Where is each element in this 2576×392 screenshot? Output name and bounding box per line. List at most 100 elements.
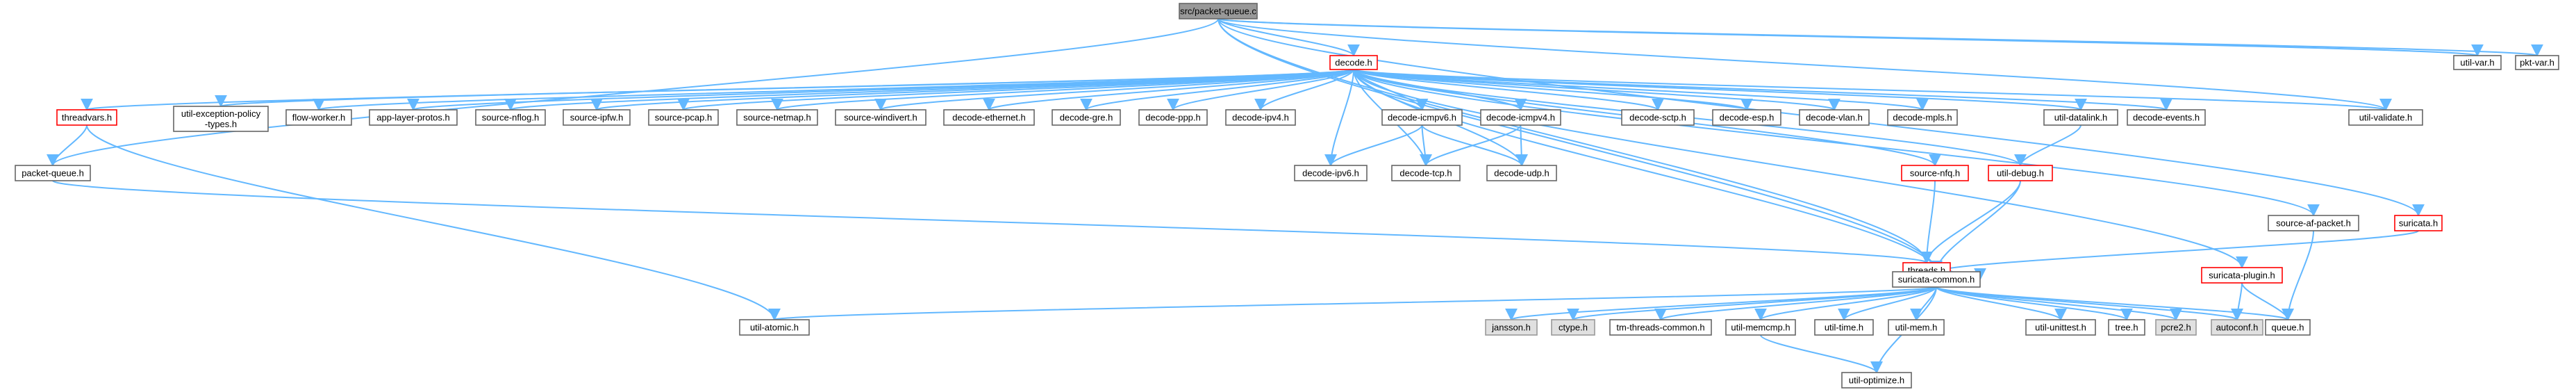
node-decode-ppp-h[interactable]: decode-ppp.h	[1138, 109, 1208, 126]
node-jansson-h[interactable]: jansson.h	[1485, 319, 1538, 336]
edge-decode-h-to-source-windivert-h	[874, 69, 1354, 111]
node-util-exception-policy-types-h[interactable]: util-exception-policy-types.h	[173, 106, 269, 132]
node-label: util-var.h	[2460, 58, 2494, 68]
node-util-time-h[interactable]: util-time.h	[1814, 319, 1874, 336]
node-label: util-exception-policy-types.h	[181, 108, 261, 129]
node-decode-udp-h[interactable]: decode-udp.h	[1486, 165, 1557, 181]
node-label: decode-ppp.h	[1145, 113, 1201, 123]
node-label: util-unittest.h	[2035, 322, 2086, 333]
node-decode-esp-h[interactable]: decode-esp.h	[1712, 109, 1781, 126]
node-label: util-validate.h	[2359, 113, 2413, 123]
node-label: jansson.h	[1491, 322, 1531, 333]
node-box	[1888, 319, 1945, 336]
node-box	[1892, 271, 1981, 288]
edge-decode-h-to-decode-mpls-h	[1353, 69, 1929, 111]
node-tree-h[interactable]: tree.h	[2108, 319, 2145, 336]
node-label: app-layer-protos.h	[376, 113, 450, 123]
node-label: util-optimize.h	[1849, 375, 1904, 386]
node-label: pkt-var.h	[2520, 58, 2554, 68]
node-box	[1551, 319, 1595, 336]
edge-decode-icmpv4-h-to-decode-udp-h	[1515, 124, 1528, 167]
node-queue-h[interactable]: queue.h	[2265, 319, 2311, 336]
node-decode-vlan-h[interactable]: decode-vlan.h	[1799, 109, 1870, 126]
node-flow-worker-h[interactable]: flow-worker.h	[285, 109, 352, 126]
node-box	[1381, 109, 1463, 126]
node-packet-queue-c[interactable]: src/packet-queue.c	[1179, 3, 1258, 19]
node-label: src/packet-queue.c	[1180, 6, 1256, 17]
edge-decode-h-to-suricata-plugin-h	[1353, 69, 2248, 269]
node-box	[1621, 109, 1695, 126]
node-ctype-h[interactable]: ctype.h	[1551, 319, 1595, 336]
node-util-var-h[interactable]: util-var.h	[2453, 55, 2502, 70]
node-label: ctype.h	[1559, 322, 1588, 333]
edge-util-debug-h-to-threads-h	[1920, 180, 2021, 264]
node-util-validate-h[interactable]: util-validate.h	[2348, 109, 2423, 126]
node-label: source-nflog.h	[482, 113, 539, 123]
node-box	[2394, 215, 2443, 231]
edge-threadvars-h-to-util-atomic-h	[86, 124, 781, 321]
node-util-optimize-h[interactable]: util-optimize.h	[1841, 372, 1912, 389]
node-util-atomic-h[interactable]: util-atomic.h	[739, 319, 810, 336]
node-util-debug-h[interactable]: util-debug.h	[1988, 165, 2053, 181]
node-decode-icmpv4-h[interactable]: decode-icmpv4.h	[1480, 109, 1561, 126]
edge-suricata-common-h-to-autoconf-h	[1936, 286, 2243, 321]
edge-decode-h-to-decode-ethernet-h	[983, 69, 1354, 111]
node-pcre2-h[interactable]: pcre2.h	[2155, 319, 2197, 336]
node-box	[2155, 319, 2197, 336]
node-util-memcmp-h[interactable]: util-memcmp.h	[1725, 319, 1796, 336]
edge-decode-h-to-source-nflog-h	[505, 69, 1354, 111]
node-box	[1609, 319, 1712, 336]
node-source-nfq-h[interactable]: source-nfq.h	[1901, 165, 1969, 181]
node-decode-ipv6-h[interactable]: decode-ipv6.h	[1294, 165, 1368, 181]
node-decode-events-h[interactable]: decode-events.h	[2127, 109, 2206, 126]
node-packet-queue-h[interactable]: packet-queue.h	[15, 165, 91, 181]
node-label: pcre2.h	[2161, 322, 2191, 333]
edge-decode-h-to-decode-ipv4-h	[1254, 69, 1354, 111]
node-autoconf-h[interactable]: autoconf.h	[2211, 319, 2263, 336]
node-box	[173, 106, 269, 132]
node-label: threadvars.h	[62, 113, 112, 123]
node-suricata-common-h[interactable]: suricata-common.h	[1892, 271, 1981, 288]
node-source-pcap-h[interactable]: source-pcap.h	[648, 109, 719, 126]
node-box	[2025, 319, 2096, 336]
node-source-af-packet-h[interactable]: source-af-packet.h	[2268, 215, 2359, 231]
node-app-layer-protos-h[interactable]: app-layer-protos.h	[369, 109, 458, 126]
edge-suricata-plugin-h-to-queue-h	[2241, 282, 2294, 321]
node-util-datalink-h[interactable]: util-datalink.h	[2043, 109, 2118, 126]
node-decode-sctp-h[interactable]: decode-sctp.h	[1621, 109, 1695, 126]
node-decode-h[interactable]: decode.h	[1329, 55, 1378, 70]
node-decode-tcp-h[interactable]: decode-tcp.h	[1391, 165, 1461, 181]
node-label: util-mem.h	[1895, 322, 1938, 333]
node-decode-ipv4-h[interactable]: decode-ipv4.h	[1225, 109, 1296, 126]
node-box	[1841, 372, 1912, 389]
node-label: autoconf.h	[2216, 322, 2259, 333]
edge-decode-h-to-decode-gre-h	[1080, 69, 1354, 111]
node-util-mem-h[interactable]: util-mem.h	[1888, 319, 1945, 336]
node-decode-gre-h[interactable]: decode-gre.h	[1052, 109, 1121, 126]
node-source-windivert-h[interactable]: source-windivert.h	[835, 109, 926, 126]
node-threadvars-h[interactable]: threadvars.h	[56, 109, 117, 126]
node-label: decode-sctp.h	[1629, 113, 1686, 123]
node-decode-icmpv6-h[interactable]: decode-icmpv6.h	[1381, 109, 1463, 126]
node-box	[2043, 109, 2118, 126]
node-util-unittest-h[interactable]: util-unittest.h	[2025, 319, 2096, 336]
node-box	[285, 109, 352, 126]
node-box	[475, 109, 546, 126]
edge-layer	[47, 18, 2542, 374]
node-source-nflog-h[interactable]: source-nflog.h	[475, 109, 546, 126]
node-tm-threads-common-h[interactable]: tm-threads-common.h	[1609, 319, 1712, 336]
node-suricata-h[interactable]: suricata.h	[2394, 215, 2443, 231]
node-decode-mpls-h[interactable]: decode-mpls.h	[1887, 109, 1958, 126]
node-label: util-atomic.h	[750, 322, 799, 333]
node-box	[2108, 319, 2145, 336]
edge-threadvars-h-to-packet-queue-h	[47, 124, 88, 167]
node-label: decode-mpls.h	[1893, 113, 1952, 123]
node-suricata-plugin-h[interactable]: suricata-plugin.h	[2201, 267, 2283, 284]
node-source-netmap-h[interactable]: source-netmap.h	[736, 109, 818, 126]
node-box	[2515, 55, 2559, 70]
node-label: flow-worker.h	[292, 113, 346, 123]
node-source-ipfw-h[interactable]: source-ipfw.h	[563, 109, 631, 126]
node-pkt-var-h[interactable]: pkt-var.h	[2515, 55, 2559, 70]
node-decode-ethernet-h[interactable]: decode-ethernet.h	[943, 109, 1035, 126]
node-box	[2201, 267, 2283, 284]
